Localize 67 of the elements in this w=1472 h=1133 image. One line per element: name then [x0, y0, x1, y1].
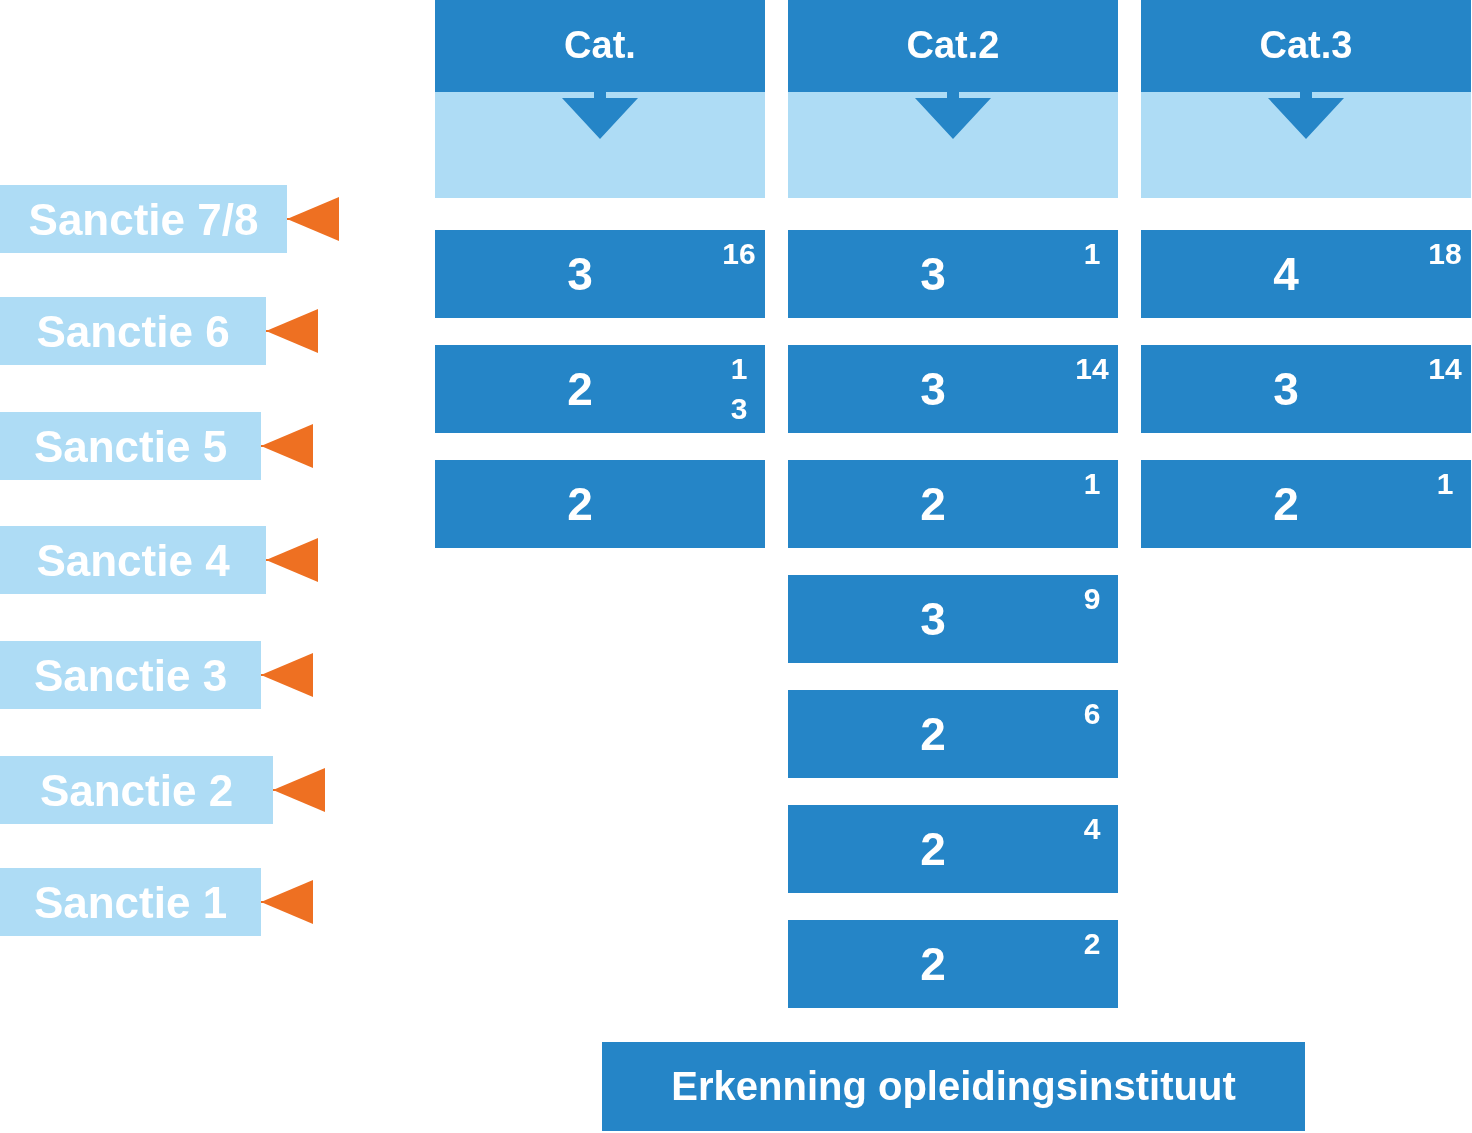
- count-number: 4: [1082, 811, 1102, 847]
- sanction-label: Sanctie 3: [32, 651, 229, 701]
- score-cell: [788, 920, 1118, 1008]
- arrow: [260, 880, 314, 924]
- score-cell: [788, 805, 1118, 893]
- score-value: 3: [566, 247, 594, 302]
- score-cell: [788, 345, 1118, 433]
- arrow: [265, 309, 319, 353]
- score-value: 2: [919, 477, 947, 532]
- count-number: 18: [1427, 236, 1463, 272]
- score-value: 4: [1272, 247, 1300, 302]
- footer-label: Erkenning opleidingsinstituut: [670, 1063, 1237, 1110]
- arrow: [260, 653, 314, 697]
- sanction-box: [0, 641, 261, 709]
- score-cell: [788, 575, 1118, 663]
- score-value: 2: [919, 937, 947, 992]
- score-cell: [788, 230, 1118, 318]
- score-value: 2: [566, 362, 594, 417]
- score-cell: [788, 460, 1118, 548]
- count-number: 1: [1082, 236, 1102, 272]
- arrow: [265, 538, 319, 582]
- footer-box: [602, 1042, 1305, 1131]
- column-header-panel: [788, 0, 1118, 198]
- score-cell: [435, 230, 765, 318]
- arrow: [286, 197, 340, 241]
- count-number: 1: [1082, 466, 1102, 502]
- count-number: 16: [721, 236, 757, 272]
- count-number: 2: [1082, 926, 1102, 962]
- column-title: Cat.3: [1258, 23, 1354, 68]
- score-cell: [1141, 460, 1471, 548]
- sanction-label: Sanctie 6: [35, 307, 231, 357]
- count-number: 6: [1082, 696, 1102, 732]
- count-number: 14: [1427, 351, 1463, 387]
- sanction-label: Sanctie 2: [38, 766, 235, 816]
- score-cell: [435, 345, 765, 433]
- column-title: Cat.2: [905, 23, 1001, 68]
- sanction-box: [0, 185, 287, 253]
- sanction-label: Sanctie 1: [32, 878, 229, 928]
- sanction-label: Sanctie 7/8: [27, 195, 260, 245]
- score-value: 3: [919, 247, 947, 302]
- score-cell: [788, 690, 1118, 778]
- arrow: [272, 768, 326, 812]
- score-value: 2: [919, 707, 947, 762]
- sanction-box: [0, 526, 266, 594]
- score-cell: [1141, 345, 1471, 433]
- count-number: 14: [1074, 351, 1110, 387]
- sanction-label: Sanctie 5: [32, 422, 229, 472]
- arrow: [260, 424, 314, 468]
- count-number: 1 3: [729, 351, 749, 427]
- count-number: 1: [1435, 466, 1455, 502]
- score-cell: [435, 460, 765, 548]
- sanction-box: [0, 756, 273, 824]
- score-value: 2: [919, 822, 947, 877]
- sanction-box: [0, 868, 261, 936]
- column-header-panel: [1141, 0, 1471, 198]
- sanction-box: [0, 412, 261, 480]
- score-cell: [1141, 230, 1471, 318]
- score-value: 3: [1272, 362, 1300, 417]
- sanction-label: Sanctie 4: [35, 536, 231, 586]
- column-header-panel: [435, 0, 765, 198]
- score-value: 2: [1272, 477, 1300, 532]
- score-value: 3: [919, 362, 947, 417]
- score-value: 3: [919, 592, 947, 647]
- column-title: Cat.: [563, 23, 637, 68]
- score-value: 2: [566, 477, 594, 532]
- sanction-box: [0, 297, 266, 365]
- count-number: 9: [1082, 581, 1102, 617]
